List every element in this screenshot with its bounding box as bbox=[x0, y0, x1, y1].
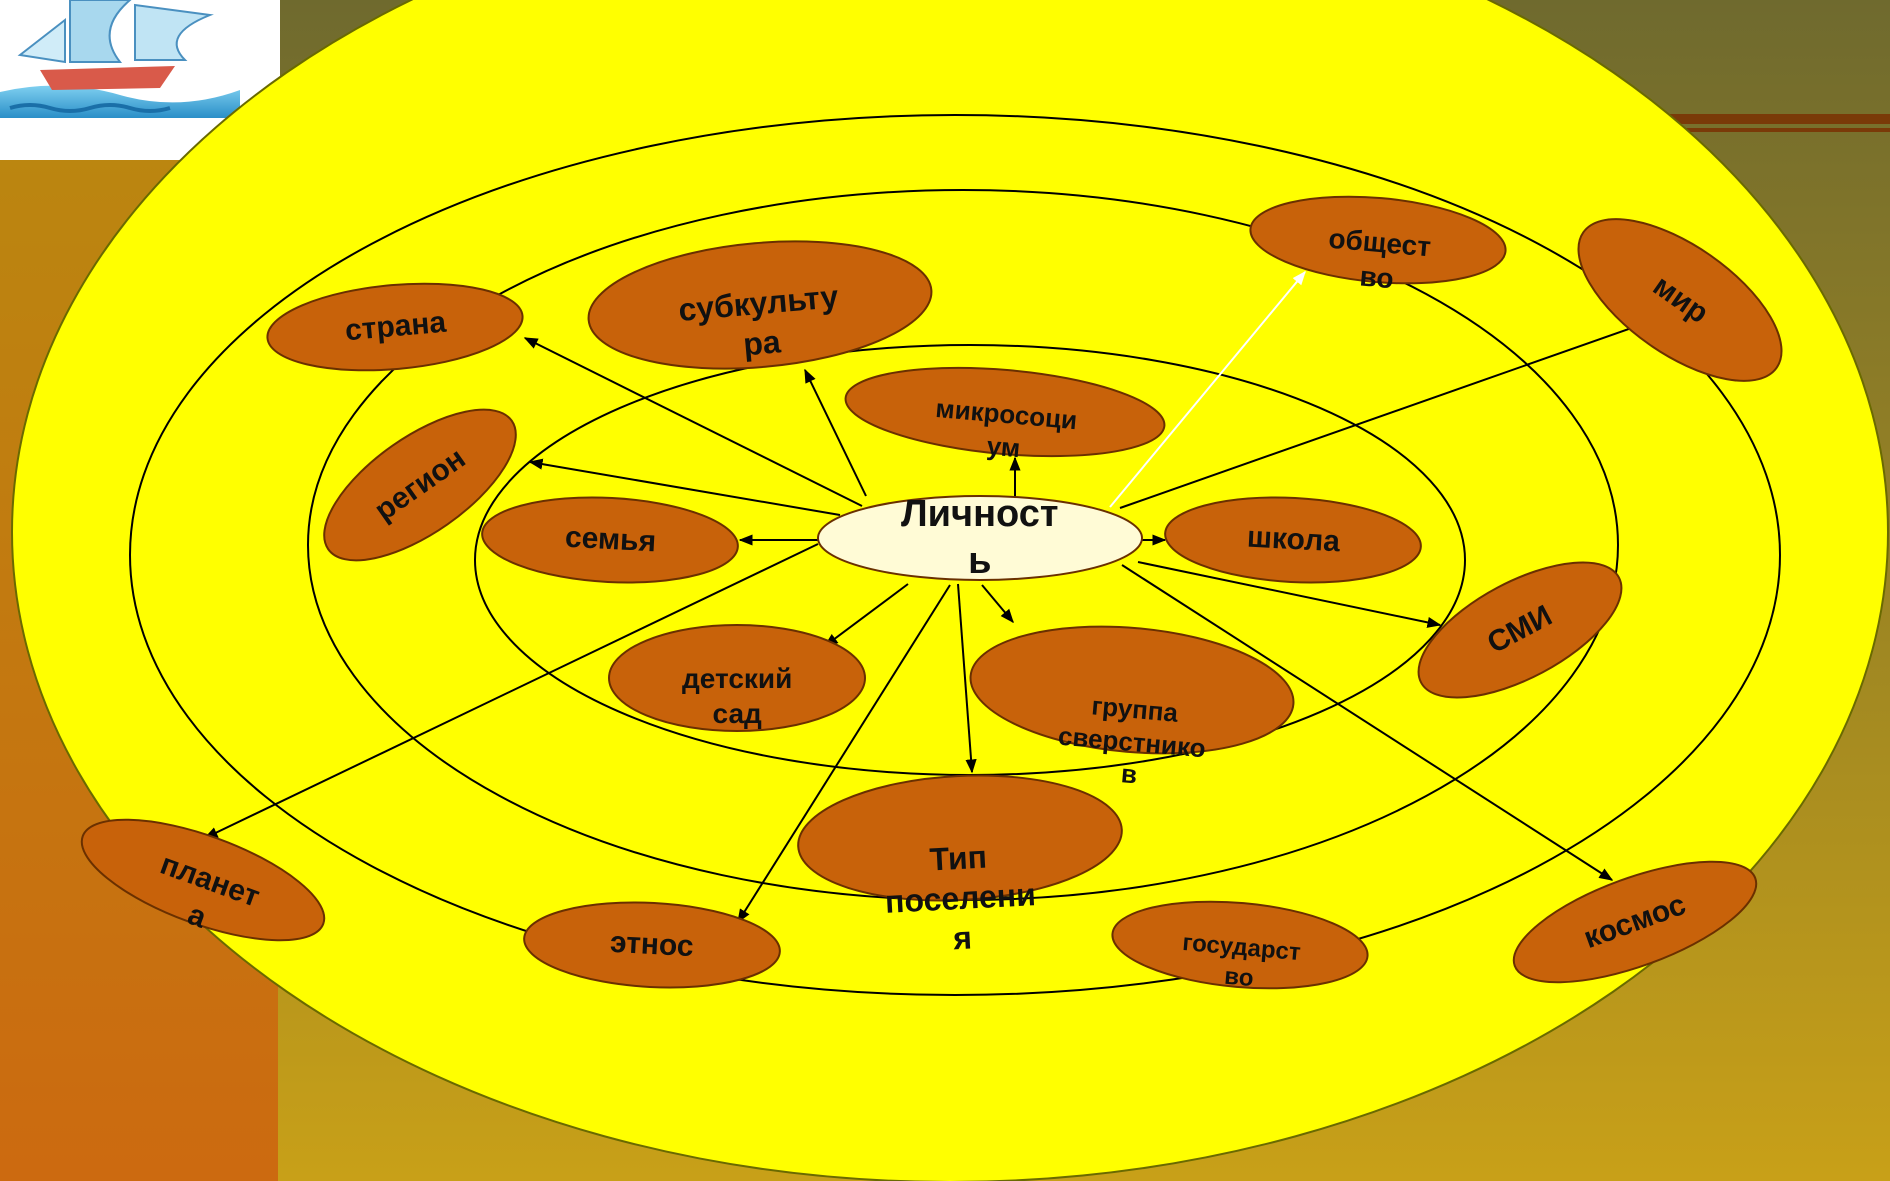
node-label-semya: семья bbox=[563, 520, 657, 559]
node-mikrosocium bbox=[844, 366, 1166, 458]
node-semya bbox=[481, 496, 739, 584]
node-label-shkola: школа bbox=[1245, 520, 1341, 559]
arrow-to-obshchestvo bbox=[1109, 270, 1306, 508]
arrow-to-tip bbox=[957, 583, 977, 774]
center-label: Личност ь bbox=[901, 492, 1059, 583]
node-strana bbox=[266, 282, 524, 372]
node-label-mikrosocium: микросоци ум bbox=[934, 392, 1079, 463]
node-detsad bbox=[608, 624, 866, 732]
ring-3 bbox=[129, 114, 1781, 996]
arrow-to-kosmos bbox=[1121, 564, 1614, 881]
node-subkultura bbox=[587, 240, 933, 370]
arrow-to-subkultura bbox=[804, 368, 867, 497]
node-planeta bbox=[80, 818, 326, 942]
node-label-etnos: этнос bbox=[609, 926, 695, 964]
arrow-to-mir bbox=[1119, 316, 1662, 509]
arrow-to-strana bbox=[523, 337, 863, 507]
arrow-to-smi bbox=[1137, 561, 1442, 628]
node-etnos bbox=[523, 901, 781, 989]
node-label-gosudarstvo: государст во bbox=[1181, 928, 1302, 993]
node-smi bbox=[1417, 561, 1623, 699]
sailing-ship-icon bbox=[0, 0, 280, 160]
node-kosmos bbox=[1512, 860, 1758, 984]
node-gruppa bbox=[969, 625, 1295, 755]
node-region bbox=[323, 408, 517, 562]
center-node bbox=[817, 495, 1143, 581]
arrow-to-gruppa bbox=[981, 584, 1014, 624]
node-mir bbox=[1577, 218, 1783, 382]
node-label-detsad: детский сад bbox=[682, 663, 793, 729]
arrow-to-detsad bbox=[823, 583, 909, 647]
node-label-subkultura: субкульту ра bbox=[676, 278, 840, 363]
node-shkola bbox=[1164, 496, 1422, 584]
node-gosudarstvo bbox=[1111, 900, 1369, 990]
arrow-to-etnos bbox=[737, 584, 951, 924]
arrow-to-planeta bbox=[203, 543, 819, 839]
node-label-obshchestvo: общест во bbox=[1326, 222, 1432, 295]
node-label-tip: Тип поселени я bbox=[883, 838, 1037, 957]
node-obshchestvo bbox=[1249, 195, 1507, 285]
node-tip bbox=[797, 774, 1123, 902]
node-label-gruppa: группа сверстнико в bbox=[1056, 689, 1207, 790]
arrow-to-region bbox=[528, 458, 841, 516]
